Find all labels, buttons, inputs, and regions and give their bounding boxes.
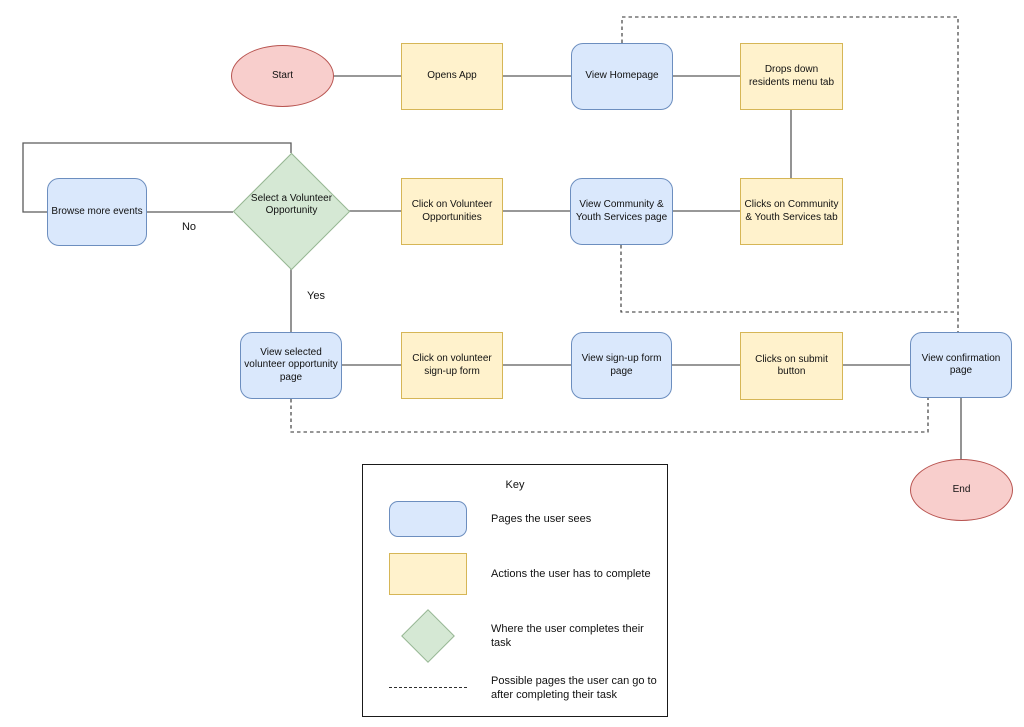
key-swatch-action xyxy=(389,553,467,595)
browse-loop-connector xyxy=(22,142,292,213)
node-start: Start xyxy=(231,45,334,107)
solid-connectors xyxy=(22,75,962,459)
node-click-signup-form: Click on volunteer sign-up form xyxy=(401,332,503,399)
key-swatch-page xyxy=(389,501,467,537)
key-swatch-decision xyxy=(401,609,455,663)
key-item-actions: Actions the user has to complete xyxy=(491,567,651,580)
dashed-homepage-to-confirmation xyxy=(621,16,959,332)
node-view-signup-form-page: View sign-up form page xyxy=(571,332,672,399)
node-view-selected-opportunity-page: View selected volunteer opportunity page xyxy=(240,332,342,399)
node-clicks-community-youth-tab: Clicks on Community & Youth Services tab xyxy=(740,178,843,245)
node-view-homepage: View Homepage xyxy=(571,43,673,110)
node-select-volunteer-opportunity-label: Select a Volunteer Opportunity xyxy=(250,192,333,217)
dashed-confirmation-to-selected xyxy=(290,398,929,433)
edge-label-no: No xyxy=(181,221,197,233)
node-view-confirmation-page: View confirmation page xyxy=(910,332,1012,398)
node-end: End xyxy=(910,459,1013,521)
edge-label-yes: Yes xyxy=(307,290,325,302)
node-browse-more-events: Browse more events xyxy=(47,178,147,246)
node-opens-app: Opens App xyxy=(401,43,503,110)
dashed-connectors xyxy=(290,16,959,433)
key-title: Key xyxy=(505,479,525,491)
key-swatch-dashed-line xyxy=(389,687,467,688)
key-item-pages: Pages the user sees xyxy=(491,512,592,525)
dashed-community-to-confirmation xyxy=(620,245,957,313)
key-item-dashed: Possible pages the user can go to after … xyxy=(491,674,657,701)
node-drops-down-residents-menu: Drops down residents menu tab xyxy=(740,43,843,110)
node-view-community-youth-page: View Community & Youth Services page xyxy=(570,178,673,245)
node-clicks-submit-button: Clicks on submit button xyxy=(740,332,843,400)
key-legend: Key Pages the user sees Actions the user… xyxy=(362,464,668,717)
node-click-volunteer-opportunities: Click on Volunteer Opportunities xyxy=(401,178,503,245)
key-item-decision: Where the user completes their task xyxy=(491,622,644,649)
